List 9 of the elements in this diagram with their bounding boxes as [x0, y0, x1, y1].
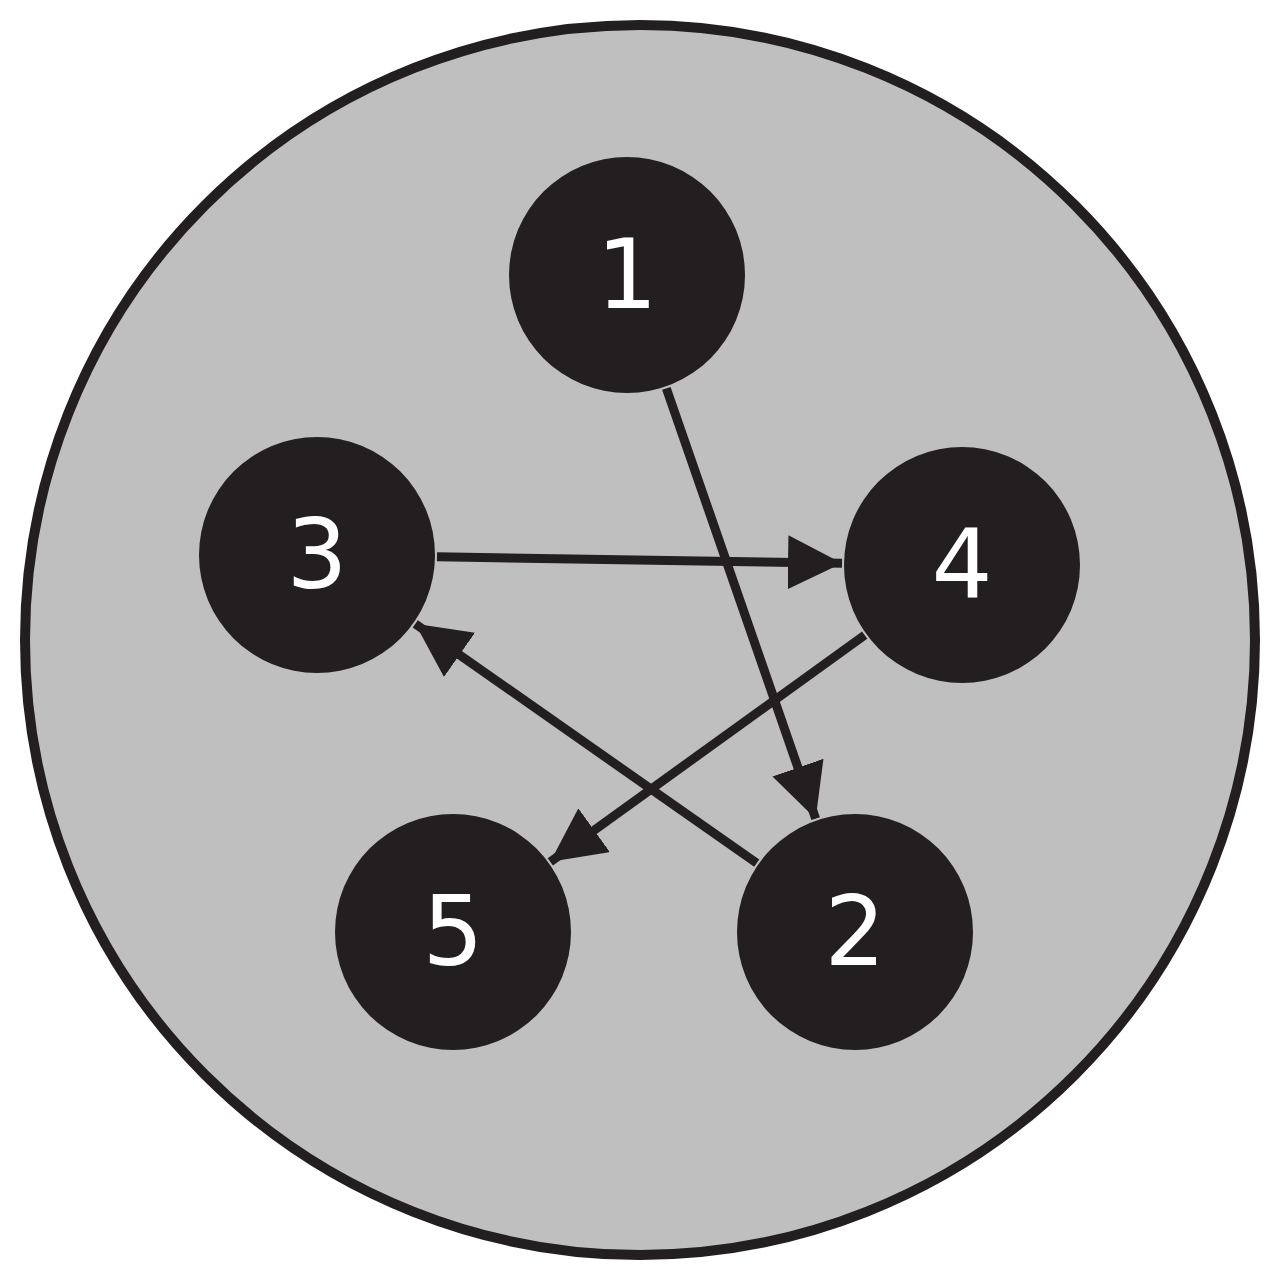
pin-circle: 4: [844, 447, 1080, 683]
arrow: [436, 535, 843, 590]
pin-circle: 1: [509, 157, 745, 393]
arrow: [662, 386, 824, 821]
pin-circle: 2: [737, 814, 973, 1050]
arrow: [547, 631, 868, 866]
pin-circle: 3: [199, 437, 435, 673]
arrow: [412, 620, 760, 867]
pin-circle: 5: [335, 814, 571, 1050]
